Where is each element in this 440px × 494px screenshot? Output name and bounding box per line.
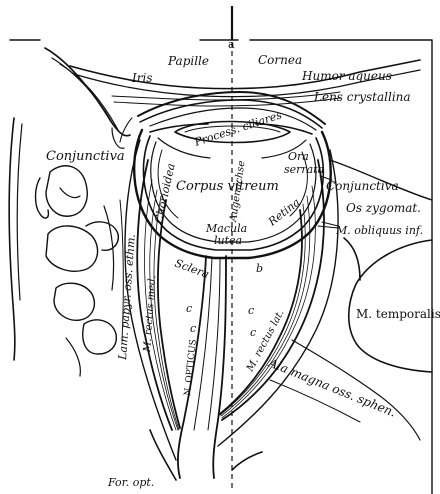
label-lam-papyr: Lam. papyr. oss. ethm.	[116, 234, 138, 362]
label-retina: Retina	[265, 196, 302, 229]
label-humor-aqueus: Humor aqueus	[301, 69, 392, 83]
label-os-zygomat: Os zygomat.	[346, 201, 421, 215]
label-iris: Iris	[131, 71, 152, 85]
label-lens: Lens crystallina	[313, 90, 411, 104]
label-c-1: c	[186, 302, 192, 315]
label-ora: Ora	[288, 150, 309, 163]
label-serrata: serrata	[284, 163, 324, 176]
label-m-temporalis: M. temporalis	[356, 307, 440, 321]
label-conjunctiva-right: Conjunctiva	[326, 179, 399, 193]
label-cornea: Cornea	[258, 53, 302, 67]
label-m-obliquus: M. obliquus inf.	[335, 224, 423, 237]
label-papille: Papille	[167, 54, 209, 68]
label-c-4: c	[250, 326, 256, 339]
label-ala-magna: Ala magna oss. sphen.	[266, 355, 398, 419]
label-corpus-vitreum: Corpus vitreum	[176, 179, 279, 194]
label-lutea: lutea	[214, 234, 242, 247]
label-n-opticus: N. OPTICUS	[183, 339, 199, 396]
label-conjunctiva-left: Conjunctiva	[46, 149, 125, 164]
label-c-3: c	[248, 304, 254, 317]
axis-label-a: a	[228, 38, 235, 51]
label-for-opt: For. opt.	[107, 476, 154, 489]
label-c-2: c	[190, 322, 196, 335]
label-b: b	[256, 262, 263, 275]
